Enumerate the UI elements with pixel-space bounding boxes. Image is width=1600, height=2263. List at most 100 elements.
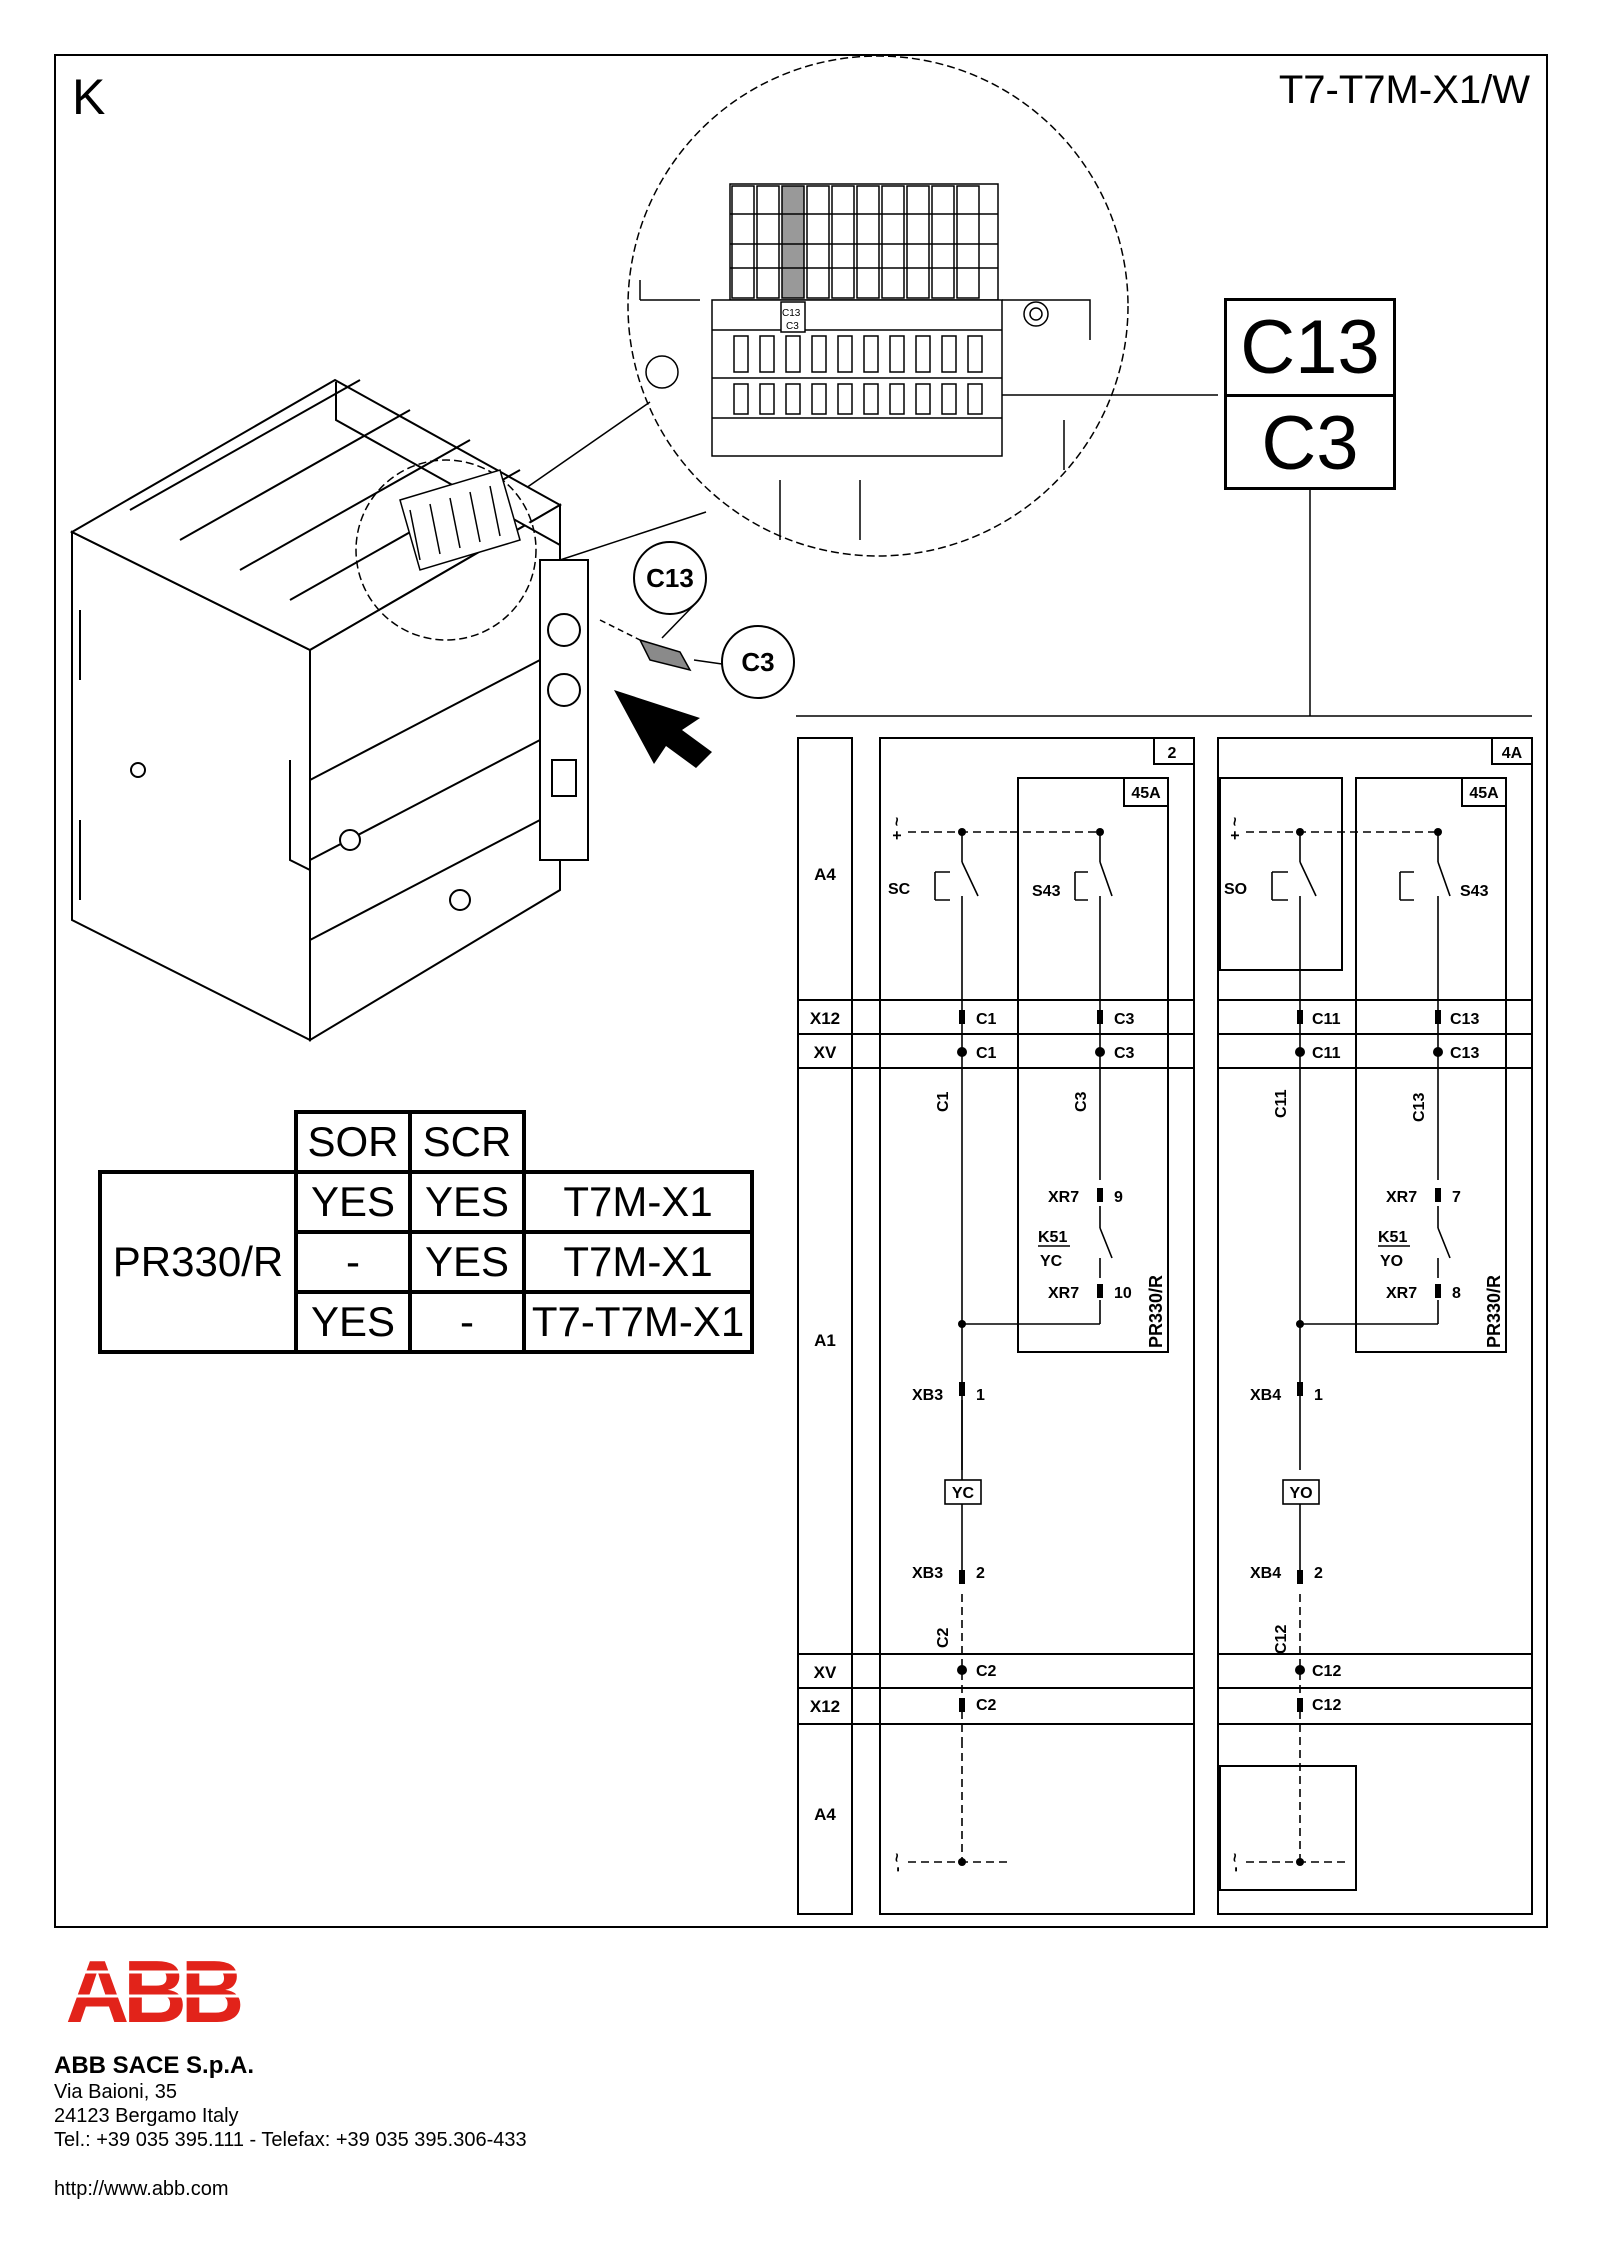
- cell-scr: YES: [408, 1170, 526, 1234]
- callout-c13: [633, 541, 707, 615]
- right-contact-s43: S43: [1460, 883, 1489, 900]
- terminal-label-box: C13 C3: [1224, 298, 1396, 490]
- zone-xv-top: XV: [814, 1043, 837, 1062]
- right-wire-c13: C13: [1411, 1093, 1428, 1122]
- cell-scr: -: [408, 1290, 526, 1354]
- website-link[interactable]: http://www.abb.com: [54, 2178, 229, 2200]
- right-xv-c13: C13: [1450, 1045, 1479, 1062]
- left-xr7-bottom-pin: 10: [1114, 1285, 1132, 1302]
- right-contact-so: SO: [1224, 881, 1247, 898]
- right-xr7-top: XR7: [1386, 1189, 1417, 1206]
- right-xb4-top: XB4: [1250, 1387, 1281, 1404]
- zone-a4-bottom: A4: [814, 1805, 836, 1824]
- left-xv-c1: C1: [976, 1045, 997, 1062]
- drawing-frame: [54, 54, 1548, 1928]
- left-contact-sc: SC: [888, 881, 911, 898]
- zone-x12-bottom: X12: [810, 1697, 840, 1716]
- left-xb3-top: XB3: [912, 1387, 943, 1404]
- callout-c3-text: C3: [741, 647, 774, 677]
- left-x12-c1: C1: [976, 1011, 997, 1028]
- left-contact-s43: S43: [1032, 883, 1061, 900]
- breaker-body: [69, 378, 589, 1042]
- address-line-1: Via Baioni, 35: [54, 2081, 178, 2103]
- company-name: ABB SACE S.p.A.: [54, 2052, 255, 2079]
- callout-c3: [721, 625, 795, 699]
- left-supply-top: + ~: [889, 817, 906, 840]
- cell-sor: YES: [294, 1290, 412, 1354]
- jumper-part: [599, 619, 692, 672]
- right-x12-c12: C12: [1312, 1697, 1341, 1714]
- left-xv-c3: C3: [1114, 1045, 1135, 1062]
- right-supply-bottom: - ~: [1227, 1853, 1244, 1872]
- phone-line: Tel.: +39 035 395.111 - Telefax: +39 035…: [54, 2129, 527, 2151]
- left-xv-c2: C2: [976, 1663, 997, 1680]
- left-supply-bottom: - ~: [889, 1853, 906, 1872]
- document-code: T7-T7M-X1/W: [1278, 68, 1530, 112]
- right-module-ref: 45A: [1469, 785, 1499, 802]
- terminal-label-top: C13: [1240, 305, 1380, 390]
- right-relay-k51: K51: [1378, 1229, 1407, 1246]
- right-sheet-ref: 4A: [1502, 745, 1523, 762]
- right-xr7-bottom: XR7: [1386, 1285, 1417, 1302]
- zone-a4-top: A4: [814, 865, 836, 884]
- terminal-slots: [733, 335, 983, 415]
- breaker-illustration: C13 C3 C13 C3: [69, 55, 1218, 1042]
- left-module-ref: 45A: [1131, 785, 1161, 802]
- left-xb3-top-pin: 1: [976, 1387, 985, 1404]
- left-sheet-ref: 2: [1168, 745, 1177, 762]
- mini-terminal-bottom: C3: [786, 321, 799, 332]
- terminal-label-bottom: C3: [1227, 394, 1393, 490]
- right-wire-c11: C11: [1273, 1089, 1290, 1118]
- terminal-block-zoom: [639, 183, 1091, 540]
- cell-model: T7M-X1: [522, 1230, 754, 1294]
- abb-logo: ABB: [54, 1952, 250, 2028]
- zone-xv-bottom: XV: [814, 1663, 837, 1682]
- left-wire-c3: C3: [1073, 1091, 1090, 1112]
- options-table: SOR SCR PR330/R YES YES T7M-X1 - YES T7M…: [98, 1110, 754, 1354]
- mounting-hole: [645, 355, 679, 389]
- right-xr7-top-pin: 7: [1452, 1189, 1461, 1206]
- left-xr7-top-pin: 9: [1114, 1189, 1123, 1206]
- right-xv-c11: C11: [1312, 1045, 1341, 1062]
- left-relay-k51: K51: [1038, 1229, 1067, 1246]
- cell-sor: -: [294, 1230, 412, 1294]
- callout-c13-text: C13: [646, 563, 694, 593]
- right-xv-c12: C12: [1312, 1663, 1341, 1680]
- left-xr7-top: XR7: [1048, 1189, 1079, 1206]
- col-header-scr: SCR: [408, 1110, 526, 1174]
- right-x12-c11: C11: [1312, 1011, 1341, 1028]
- left-unit-pr330: PR330/R: [1146, 1275, 1166, 1348]
- left-coil-yc: YC: [952, 1485, 975, 1502]
- terminal-block-small: [399, 469, 521, 571]
- left-xr7-bottom: XR7: [1048, 1285, 1079, 1302]
- mini-terminal-top: C13: [782, 308, 801, 319]
- left-xb3-bottom: XB3: [912, 1565, 943, 1582]
- cell-model: T7-T7M-X1: [522, 1290, 754, 1354]
- left-relay-coil: YC: [1040, 1253, 1063, 1270]
- right-xb4-bottom: XB4: [1250, 1565, 1281, 1582]
- insert-arrow-icon: [614, 690, 712, 768]
- right-relay-coil: YO: [1380, 1253, 1403, 1270]
- col-header-sor: SOR: [294, 1110, 412, 1174]
- right-supply-top: + ~: [1227, 817, 1244, 840]
- cell-scr: YES: [408, 1230, 526, 1294]
- address-line-2: 24123 Bergamo Italy: [54, 2105, 239, 2127]
- zone-x12-top: X12: [810, 1009, 840, 1028]
- right-xb4-top-pin: 1: [1314, 1387, 1323, 1404]
- left-xb3-bottom-pin: 2: [976, 1565, 985, 1582]
- left-x12-c2: C2: [976, 1697, 997, 1714]
- right-coil-yo: YO: [1289, 1485, 1312, 1502]
- left-wire-c2: C2: [935, 1627, 952, 1648]
- right-x12-c13: C13: [1450, 1011, 1479, 1028]
- right-xb4-bottom-pin: 2: [1314, 1565, 1323, 1582]
- right-xr7-bottom-pin: 8: [1452, 1285, 1461, 1302]
- cell-model: T7M-X1: [522, 1170, 754, 1234]
- row-label: PR330/R: [98, 1170, 298, 1354]
- right-wire-c12: C12: [1273, 1625, 1290, 1654]
- abb-logo-text: ABB: [66, 1952, 241, 2028]
- company-address: Via Baioni, 35 24123 Bergamo Italy Tel.:…: [54, 2080, 527, 2152]
- left-wire-c1: C1: [935, 1091, 952, 1112]
- sheet-letter: K: [72, 69, 106, 125]
- right-unit-pr330: PR330/R: [1484, 1275, 1504, 1348]
- zone-a1: A1: [814, 1331, 836, 1350]
